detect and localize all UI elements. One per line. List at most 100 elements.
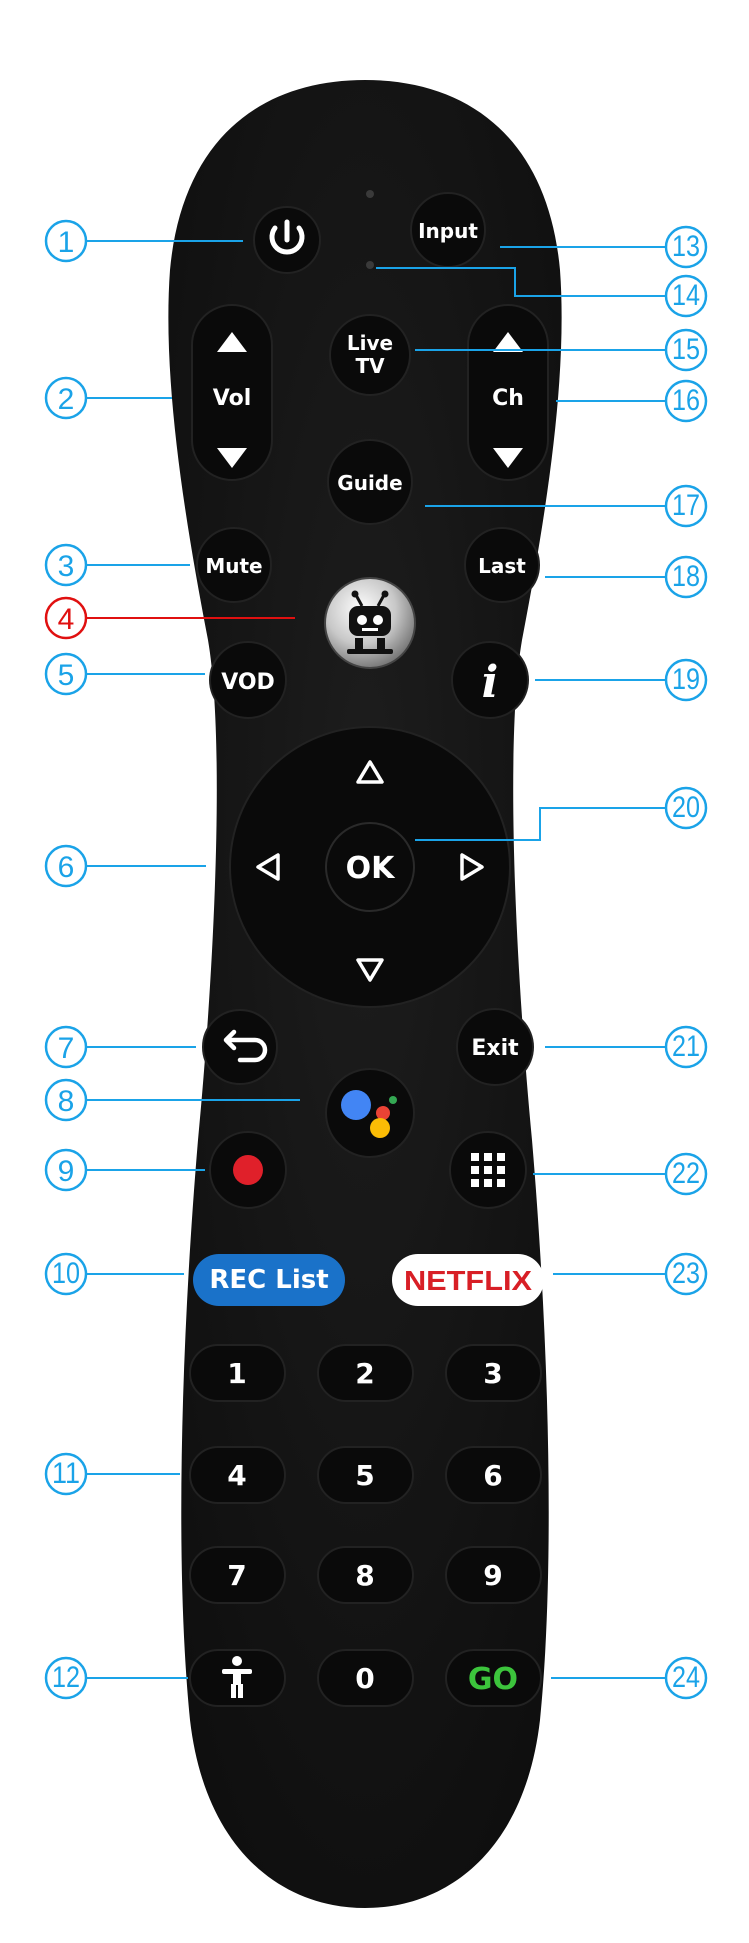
vol-rocker[interactable]: Vol	[191, 304, 273, 481]
digit-label: 5	[355, 1459, 374, 1492]
callout-number: 18	[672, 560, 700, 593]
callout-10: 10	[44, 1252, 88, 1296]
digit-label: 0	[355, 1662, 374, 1695]
callout-16: 16	[664, 379, 708, 423]
callouts-right: 13 14 15 16 17 18 19 20	[664, 225, 708, 1700]
digit-label: 9	[483, 1559, 502, 1592]
digit-2-button[interactable]: 2	[317, 1344, 414, 1402]
leader-line-20	[415, 807, 666, 841]
callout-24: 24	[664, 1656, 708, 1700]
digit-8-button[interactable]: 8	[317, 1546, 414, 1604]
callout-number: 5	[58, 659, 75, 692]
ch-label: Ch	[492, 386, 524, 411]
digit-label: 3	[483, 1357, 502, 1390]
digit-9-button[interactable]: 9	[445, 1546, 542, 1604]
callout-15: 15	[664, 328, 708, 372]
callout-7: 7	[44, 1025, 88, 1069]
callout-number: 1	[58, 226, 75, 259]
digit-4-button[interactable]: 4	[189, 1446, 286, 1504]
callout-18: 18	[664, 555, 708, 599]
callout-12: 12	[44, 1656, 88, 1700]
digit-3-button[interactable]: 3	[445, 1344, 542, 1402]
callout-2: 2	[44, 376, 88, 420]
google-assistant-button[interactable]	[325, 1068, 415, 1158]
callout-number: 23	[672, 1257, 700, 1290]
input-button[interactable]: Input	[410, 192, 486, 268]
power-icon	[269, 219, 305, 255]
callout-number: 2	[58, 383, 75, 416]
callout-13: 13	[664, 225, 708, 269]
vol-down-arrow-icon	[217, 448, 247, 468]
vol-up-arrow-icon	[217, 332, 247, 352]
callout-number: 3	[58, 550, 75, 583]
digit-label: 6	[483, 1459, 502, 1492]
digit-label: 1	[227, 1357, 246, 1390]
mute-label: Mute	[205, 554, 262, 578]
vod-button[interactable]: VOD	[209, 641, 287, 719]
digit-7-button[interactable]: 7	[189, 1546, 286, 1604]
ok-label: OK	[346, 851, 397, 886]
callout-17: 17	[664, 484, 708, 528]
ch-up-arrow-icon	[493, 332, 523, 352]
callout-number: 13	[672, 230, 700, 263]
leader-line-14	[376, 267, 666, 297]
digit-0-button[interactable]: 0	[317, 1649, 414, 1707]
callout-9: 9	[44, 1148, 88, 1192]
digit-6-button[interactable]: 6	[445, 1446, 542, 1504]
number-pad: 1 2 3 4 5 6 7 8	[189, 1344, 542, 1707]
apps-button[interactable]	[449, 1131, 527, 1209]
power-button[interactable]	[253, 206, 321, 274]
accessibility-button[interactable]	[189, 1649, 286, 1707]
guide-button[interactable]: Guide	[327, 439, 413, 525]
callout-3: 3	[44, 543, 88, 587]
digit-1-button[interactable]: 1	[189, 1344, 286, 1402]
accessibility-icon	[222, 1656, 252, 1698]
callout-number: 19	[672, 663, 700, 696]
digit-5-button[interactable]: 5	[317, 1446, 414, 1504]
dpad[interactable]: OK	[229, 726, 511, 1008]
vol-label: Vol	[213, 386, 251, 411]
live-tv-button[interactable]: Live TV	[329, 314, 411, 396]
ch-rocker[interactable]: Ch	[467, 304, 549, 481]
live-tv-label-line2: TV	[355, 354, 385, 378]
callout-5: 5	[44, 652, 88, 696]
callout-number: 10	[52, 1257, 80, 1290]
input-label: Input	[418, 219, 478, 243]
callout-6: 6	[44, 844, 88, 888]
tivo-button[interactable]	[324, 577, 416, 669]
led-dot-top	[366, 190, 374, 198]
callout-number: 16	[672, 384, 700, 417]
callout-number: 9	[58, 1155, 75, 1188]
dpad-left-arrow-icon[interactable]	[256, 853, 280, 881]
go-button[interactable]: GO	[445, 1649, 542, 1707]
callout-8: 8	[44, 1078, 88, 1122]
rec-list-button[interactable]: REC List	[193, 1254, 345, 1306]
dpad-right-arrow-icon[interactable]	[460, 853, 484, 881]
callout-22: 22	[664, 1152, 708, 1196]
last-button[interactable]: Last	[464, 527, 540, 603]
ok-button[interactable]: OK	[325, 822, 415, 912]
vod-label: VOD	[221, 670, 275, 695]
callout-number: 22	[672, 1157, 700, 1190]
callout-20: 20	[664, 786, 708, 830]
led-dot-mic	[366, 261, 374, 269]
dpad-down-arrow-icon[interactable]	[356, 958, 384, 982]
callout-number: 14	[672, 279, 700, 312]
digit-label: 7	[227, 1559, 246, 1592]
callout-23: 23	[664, 1252, 708, 1296]
tivo-logo-icon	[347, 590, 393, 654]
ch-down-arrow-icon	[493, 448, 523, 468]
exit-button[interactable]: Exit	[456, 1008, 534, 1086]
callouts-left: 1 2 3 4 5 6 7 8	[44, 219, 88, 1700]
callout-4: 4	[44, 596, 88, 640]
go-label: GO	[468, 1662, 518, 1697]
info-button[interactable]: i	[451, 641, 529, 719]
back-button[interactable]	[202, 1009, 278, 1085]
dpad-up-arrow-icon[interactable]	[356, 760, 384, 784]
back-arrow-icon	[223, 1029, 268, 1063]
netflix-button[interactable]: NETFLIX	[392, 1254, 544, 1306]
callout-number: 8	[58, 1085, 75, 1118]
record-button[interactable]	[209, 1131, 287, 1209]
mute-button[interactable]: Mute	[196, 527, 272, 603]
